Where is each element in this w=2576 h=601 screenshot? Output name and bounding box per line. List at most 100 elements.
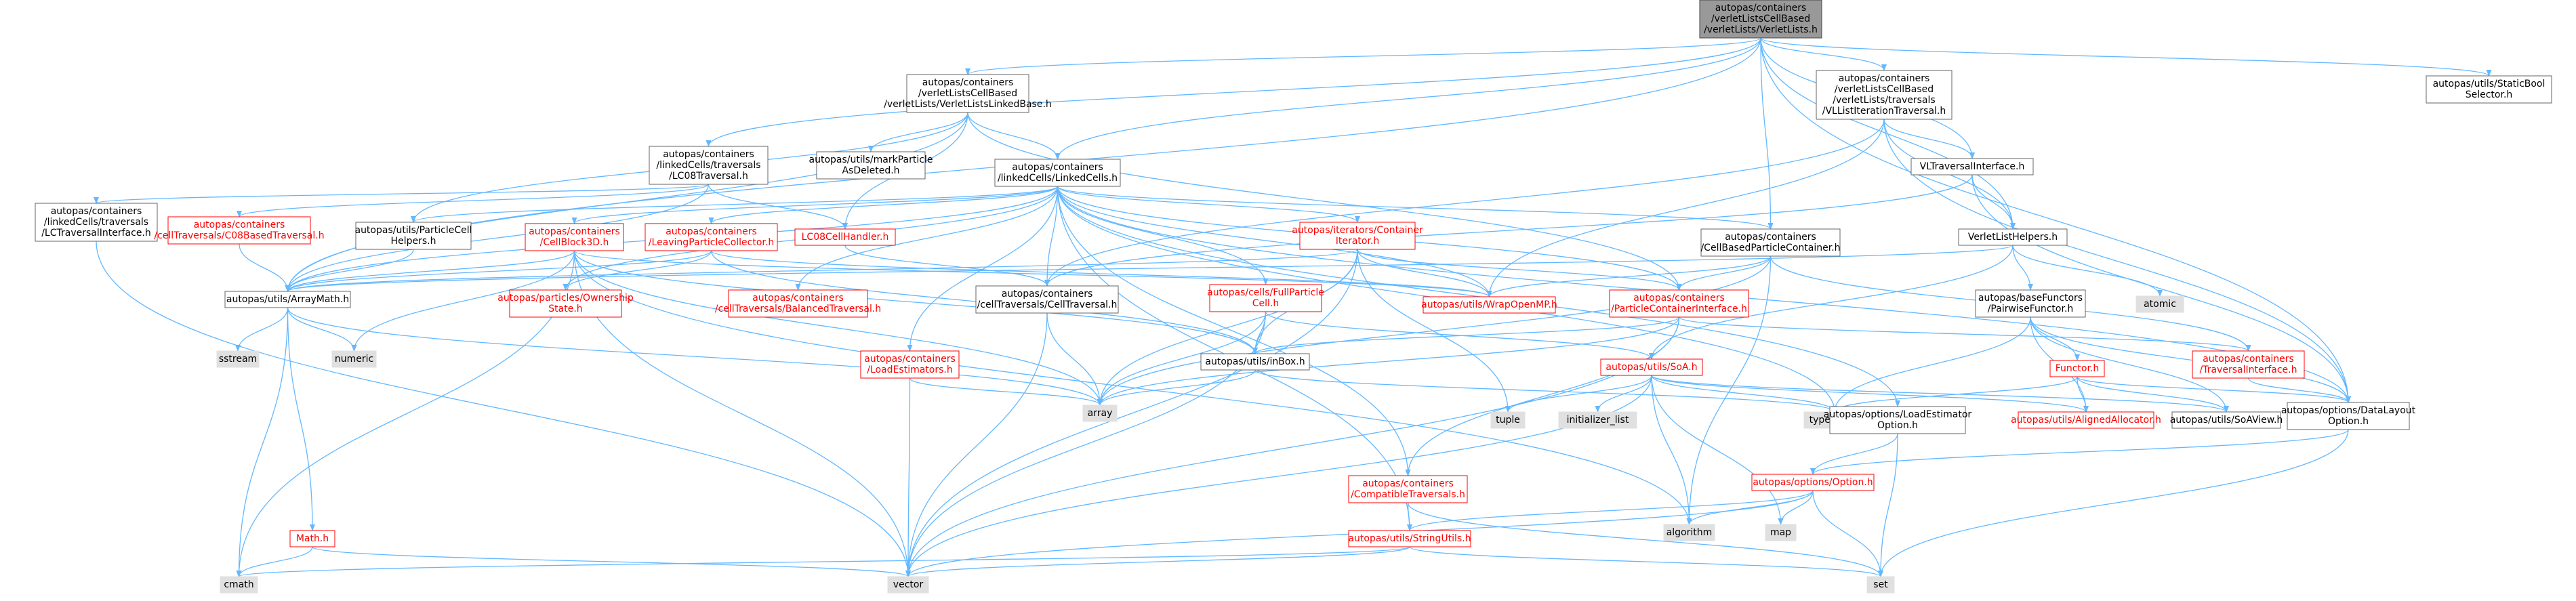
node-label: Functor.h	[2056, 363, 2100, 374]
node-linkedbase[interactable]: autopas/containers/verletListsCellBased/…	[884, 74, 1052, 113]
node-label: LC08CellHandler.h	[802, 232, 889, 243]
edge-loadestopt-to-optionh	[1810, 433, 1898, 475]
node-travif[interactable]: autopas/containers/TraversalInterface.h	[2192, 350, 2305, 379]
node-label: /TraversalInterface.h	[2200, 365, 2297, 375]
node-label: autopas/containers	[663, 149, 754, 160]
edge-cellblock3d-to-numeric	[351, 250, 575, 352]
edge-vlhelpers-to-pairwise	[2012, 245, 2033, 291]
edge-linkedcells-to-cellbasedpc	[1057, 186, 1774, 230]
node-box-arraymath	[224, 291, 351, 308]
edge-travif-to-datalayout	[2247, 377, 2351, 403]
node-vllistiter[interactable]: autopas/containers/verletListsCellBased/…	[1816, 70, 1953, 120]
node-leaving[interactable]: autopas/containers/LeavingParticleCollec…	[645, 223, 778, 251]
edge-loadest-to-vector	[905, 377, 912, 577]
node-pairwise[interactable]: autopas/baseFunctors/PairwiseFunctor.h	[1975, 289, 2086, 318]
node-stringutils[interactable]: autopas/utils/StringUtils.h	[1348, 530, 1471, 547]
node-mathh[interactable]: Math.h	[289, 530, 335, 547]
node-soah[interactable]: autopas/utils/SoA.h	[1600, 358, 1703, 376]
edge-fullcell-to-vector	[905, 311, 1267, 577]
edge-compat-to-set	[1407, 502, 1883, 577]
edge-linkedcells-to-leaving	[708, 186, 1059, 224]
node-inbox[interactable]: autopas/utils/inBox.h	[1200, 353, 1310, 371]
node-lc08trav[interactable]: autopas/containers/linkedCells/traversal…	[649, 146, 769, 185]
node-set: set	[1866, 576, 1895, 594]
node-cellblock3d[interactable]: autopas/containers/CellBlock3D.h	[525, 223, 624, 251]
node-label: Cell.h	[1252, 298, 1280, 309]
node-pcif[interactable]: autopas/containers/ParticleContainerInte…	[1609, 289, 1749, 318]
edge-lc08trav-to-c08based	[237, 184, 710, 217]
node-vector: vector	[887, 576, 929, 594]
node-compat[interactable]: autopas/containers/CompatibleTraversals.…	[1348, 475, 1468, 503]
node-label: Iterator.h	[1336, 236, 1379, 247]
node-alignedalloc[interactable]: autopas/utils/AlignedAllocator.h	[2011, 411, 2161, 429]
node-soaview[interactable]: autopas/utils/SoAView.h	[2170, 411, 2283, 429]
node-vlhelpers[interactable]: VerletListHelpers.h	[1958, 228, 2068, 246]
edge-lc08trav-to-arraymath	[285, 184, 710, 292]
edge-mathh-to-vector	[312, 546, 911, 577]
edge-vltravif-to-datalayout	[1971, 174, 2351, 403]
edge-functor-to-typetraits	[1832, 376, 2078, 413]
node-balanced[interactable]: autopas/containers/cellTraversals/Balanc…	[715, 289, 881, 318]
edge-linkedcells-to-wrapopenmp	[1057, 186, 1492, 297]
edge-root-to-linkedbase	[965, 37, 1761, 75]
node-optionh[interactable]: autopas/options/Option.h	[1751, 474, 1875, 491]
node-label: autopas/utils/SoAView.h	[2170, 415, 2283, 426]
node-box-vlhelpers	[1958, 228, 2068, 246]
edge-soah-to-algorithm	[1651, 375, 1692, 525]
node-label: autopas/containers	[1725, 232, 1816, 243]
edge-linkedbase-to-pcif	[967, 112, 1682, 291]
node-map: map	[1765, 524, 1797, 541]
node-lc08handler[interactable]: LC08CellHandler.h	[794, 228, 896, 246]
node-box-lctravif	[35, 203, 158, 242]
node-lctravif[interactable]: autopas/containers/linkedCells/traversal…	[35, 203, 158, 242]
node-label: array	[1088, 408, 1113, 419]
edge-optionh-to-algorithm	[1686, 490, 1814, 525]
edge-pcif-to-travif	[1678, 316, 2251, 352]
edge-soah-to-typetraits	[1651, 375, 1837, 413]
node-box-staticbool	[2426, 75, 2552, 104]
node-label: autopas/options/DataLayout	[2281, 405, 2416, 416]
node-vltravif[interactable]: VLTraversalInterface.h	[1910, 158, 2034, 175]
node-linkedcells[interactable]: autopas/containers/linkedCells/LinkedCel…	[994, 159, 1121, 187]
node-wrapopenmp[interactable]: autopas/utils/WrapOpenMP.h	[1421, 296, 1557, 314]
node-box-compat	[1348, 475, 1468, 503]
node-box-cmath	[220, 576, 258, 594]
edge-linkedbase-to-arraymath	[285, 112, 968, 292]
node-label: autopas/utils/WrapOpenMP.h	[1421, 299, 1557, 310]
node-arraymath[interactable]: autopas/utils/ArrayMath.h	[224, 291, 351, 308]
node-box-vllistiter	[1816, 70, 1953, 120]
node-box-loadestopt	[1829, 406, 1966, 434]
node-loadest[interactable]: autopas/containers/LoadEstimators.h	[860, 350, 960, 379]
edge-inbox-to-array	[1097, 369, 1256, 406]
node-initlist: initializer_list	[1558, 411, 1637, 429]
node-label: /cellTraversals/CellTraversal.h	[977, 299, 1118, 310]
node-label: /LoadEstimators.h	[867, 365, 952, 375]
node-box-set	[1866, 576, 1895, 594]
node-functor[interactable]: Functor.h	[2049, 360, 2105, 377]
edge-contiter-to-pcif	[1357, 249, 1682, 291]
node-label: /verletLists/VerletListsLinkedBase.h	[884, 99, 1052, 110]
edge-linkedcells-to-loadest	[907, 186, 1059, 352]
node-label: /cellTraversals/BalancedTraversal.h	[715, 304, 881, 314]
node-box-numeric	[331, 350, 377, 368]
node-box-root	[1699, 0, 1822, 39]
node-cellbasedpc[interactable]: autopas/containers/CellBasedParticleCont…	[1700, 228, 1841, 257]
edge-leaving-to-ownership	[563, 250, 712, 291]
node-label: Option.h	[2328, 416, 2369, 427]
edge-cellblock3d-to-algorithm	[573, 250, 1692, 525]
node-label: /verletListsCellBased	[1711, 14, 1810, 24]
edge-pairwise-to-datalayout	[2030, 316, 2351, 403]
node-box-pcellhelpers	[355, 222, 472, 250]
node-root[interactable]: autopas/containers/verletListsCellBased/…	[1699, 0, 1822, 39]
node-box-cellblock3d	[525, 223, 624, 251]
node-celltrav[interactable]: autopas/containers/cellTraversals/CellTr…	[975, 285, 1119, 314]
node-c08based[interactable]: autopas/containers/cellTraversals/C08Bas…	[154, 216, 325, 245]
